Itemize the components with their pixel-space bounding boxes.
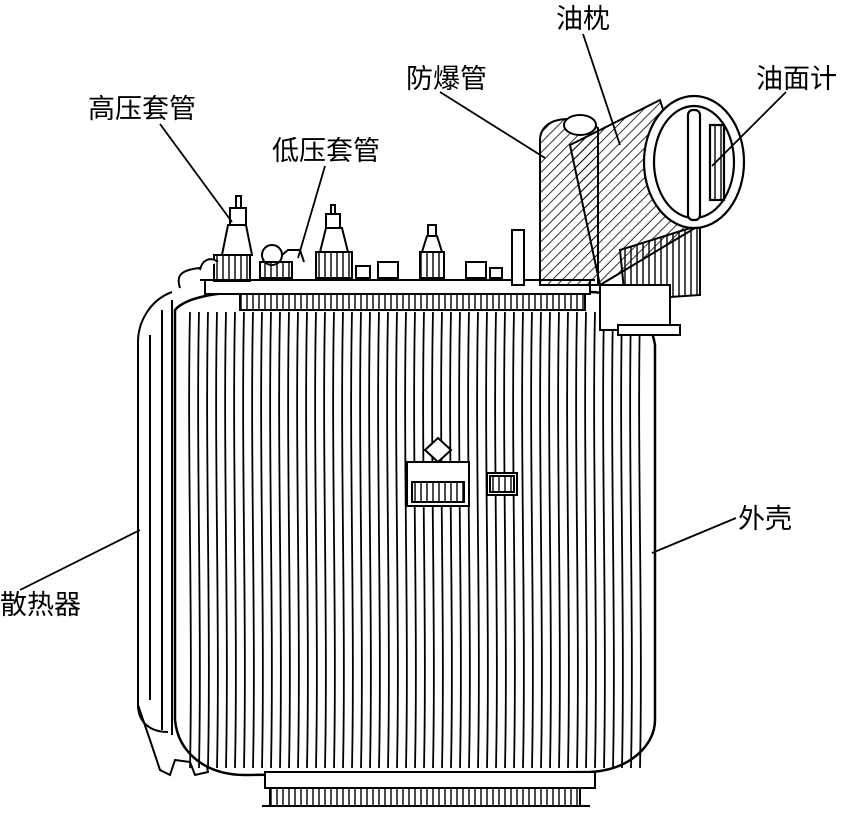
leader-lv-bushing (297, 165, 326, 259)
radiator-fin (395, 311, 399, 769)
radiator-fin (530, 311, 534, 769)
radiator-fin (404, 311, 408, 769)
radiator-fin (224, 311, 228, 769)
tank-base (262, 771, 596, 807)
nameplate (406, 436, 518, 507)
radiator-fin (458, 311, 462, 769)
leader-hv-bushing (159, 123, 233, 223)
radiator-fin (251, 311, 255, 769)
radiator-fin (593, 311, 597, 769)
leader-shell (651, 517, 737, 554)
radiator-fin (503, 311, 507, 769)
radiator-fin (449, 311, 453, 769)
radiator-fin (602, 311, 606, 769)
radiator-fin (287, 311, 291, 769)
radiator-fin (305, 311, 309, 769)
radiator-fin (188, 311, 192, 769)
leader-oil-gauge (711, 91, 787, 167)
radiator-fin (422, 311, 426, 769)
radiator-fin (512, 311, 516, 769)
leader-explosion-pipe (439, 91, 546, 159)
radiator-fin (629, 311, 633, 769)
radiator-fin (206, 311, 210, 769)
radiator-fin (575, 311, 579, 769)
radiator-fin (242, 311, 246, 769)
radiator-fin (431, 311, 435, 769)
radiator-fin (269, 311, 273, 769)
radiator-fin (359, 311, 363, 769)
radiator-fin (215, 311, 219, 769)
radiator-fin (341, 311, 345, 769)
radiator-fin (260, 311, 264, 769)
radiator-fin (440, 311, 444, 769)
label-lv-bushing: 低压套管 (272, 136, 380, 167)
radiator-fin (611, 311, 615, 769)
label-oil-gauge: 油面计 (756, 64, 837, 95)
label-explosion-pipe: 防爆管 (406, 64, 487, 95)
radiator-fin (386, 311, 390, 769)
radiator-fin (620, 311, 624, 769)
label-hv-bushing: 高压套管 (88, 94, 196, 125)
radiator-fin (494, 311, 498, 769)
tank-cover (200, 279, 595, 311)
radiator-fin (332, 311, 336, 769)
radiator-fin (323, 311, 327, 769)
radiator-fin (638, 311, 642, 769)
radiator-fin (557, 311, 561, 769)
radiator-fin (314, 311, 318, 769)
leader-radiator (19, 529, 141, 591)
hv-bushing-drawing (199, 195, 254, 282)
radiator-fin (521, 311, 525, 769)
radiator (137, 267, 261, 777)
radiator-fin (539, 311, 543, 769)
radiator-fin (485, 311, 489, 769)
radiator-fin (467, 311, 471, 769)
radiator-fin (413, 311, 417, 769)
radiator-fin (548, 311, 552, 769)
radiator-fin (368, 311, 372, 769)
leader-lines (19, 33, 787, 591)
radiator-fin (476, 311, 480, 769)
label-shell: 外壳 (738, 504, 792, 535)
radiator-fin (566, 311, 570, 769)
radiator-fin (233, 311, 237, 769)
label-radiator: 散热器 (0, 590, 81, 621)
radiator-fin (584, 311, 588, 769)
radiator-fin (377, 311, 381, 769)
radiator-fin (278, 311, 282, 769)
radiator-fin (296, 311, 300, 769)
radiator-fin (350, 311, 354, 769)
oil-gauge-drawing (642, 94, 746, 230)
lv-bushing-drawing (259, 204, 503, 279)
leader-oil-conservator (582, 33, 621, 146)
label-oil-conservator: 油枕 (556, 4, 610, 35)
radiator-fin (197, 311, 201, 769)
